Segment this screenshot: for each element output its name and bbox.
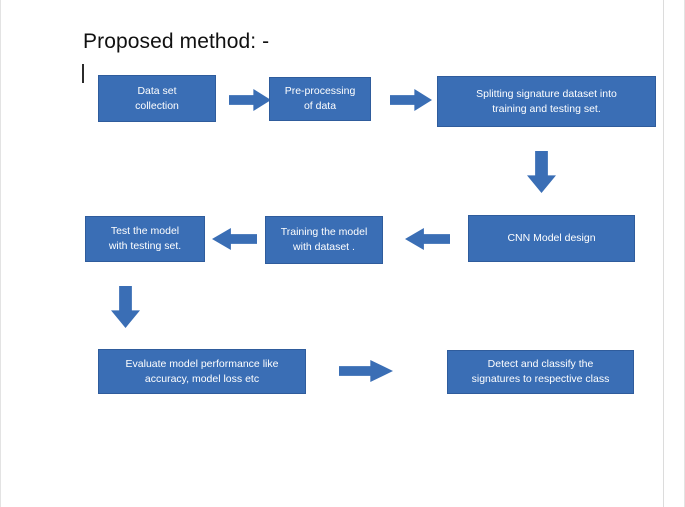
flow-node-training-the-model[interactable]: Training the model with dataset . xyxy=(265,216,383,264)
flow-node-label: Detect and classify the signatures to re… xyxy=(471,358,610,385)
text-cursor-caret xyxy=(82,64,84,83)
flow-node-label: Data set collection xyxy=(135,84,179,112)
flow-node-detect-and-classify[interactable]: Detect and classify the signatures to re… xyxy=(447,350,634,394)
page-title: Proposed method: - xyxy=(83,30,270,53)
arrow-down-icon-test-to-evaluate xyxy=(111,286,140,328)
slide-canvas: Proposed method: - Data set collection P… xyxy=(1,0,664,507)
arrow-left-icon-cnn-to-training xyxy=(405,228,450,250)
arrow-down-icon-splitting-to-cnn xyxy=(527,151,556,193)
arrow-right-icon-preprocessing-to-splitting xyxy=(390,89,432,111)
flow-node-label: Pre-processing of data xyxy=(284,85,356,112)
flow-node-cnn-model-design[interactable]: CNN Model design xyxy=(468,215,635,262)
flow-node-label: Splitting signature dataset into trainin… xyxy=(476,87,617,115)
arrow-right-icon-evaluate-to-detect xyxy=(339,360,393,382)
flow-node-label: Training the model with dataset . xyxy=(280,226,368,253)
flow-node-test-the-model[interactable]: Test the model with testing set. xyxy=(85,216,205,262)
arrow-right-icon-collection-to-preprocessing xyxy=(229,89,271,111)
flow-node-label: Test the model with testing set. xyxy=(108,225,182,252)
flow-node-pre-processing-of-data[interactable]: Pre-processing of data xyxy=(269,77,371,121)
arrow-left-icon-training-to-test xyxy=(212,228,257,250)
flow-node-splitting-dataset[interactable]: Splitting signature dataset into trainin… xyxy=(437,76,656,127)
flow-node-label: CNN Model design xyxy=(507,232,596,244)
flow-node-evaluate-model[interactable]: Evaluate model performance like accuracy… xyxy=(98,349,306,394)
flow-node-label: Evaluate model performance like accuracy… xyxy=(125,357,279,385)
flow-node-data-set-collection[interactable]: Data set collection xyxy=(98,75,216,122)
